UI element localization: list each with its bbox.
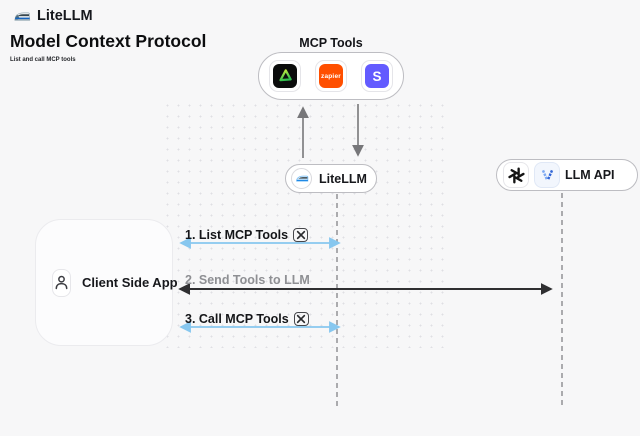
client-side-app-node: Client Side App	[35, 219, 178, 346]
dot-grid-background	[162, 100, 450, 348]
train-icon	[13, 9, 31, 23]
vllm-icon	[534, 162, 560, 188]
person-icon	[52, 268, 71, 297]
step2-label-row: 2. Send Tools to LLM	[185, 273, 310, 287]
brand: LiteLLM	[13, 8, 93, 24]
step3-label: 3. Call MCP Tools	[185, 312, 289, 326]
triangle-tool-icon	[273, 64, 297, 88]
llm-api-node: LLM API	[496, 159, 638, 191]
llm-api-node-label: LLM API	[565, 168, 615, 182]
mcp-tools-node: zapier S	[258, 52, 404, 100]
openai-icon	[503, 162, 529, 188]
litellm-node-label: LiteLLM	[319, 171, 367, 186]
step1-label: 1. List MCP Tools	[185, 228, 289, 242]
litellm-node: LiteLLM	[285, 164, 377, 193]
tool-chip: S	[361, 60, 393, 92]
tool-chip	[269, 60, 301, 92]
stripe-icon: S	[365, 64, 389, 88]
zapier-icon: zapier	[319, 64, 343, 88]
mcp-tools-label: MCP Tools	[299, 36, 363, 50]
zapier-wordmark: zapier	[321, 72, 341, 80]
page-title: Model Context Protocol	[10, 31, 207, 51]
step2-label: 2. Send Tools to LLM	[185, 273, 310, 287]
tool-chip: zapier	[315, 60, 347, 92]
step1-label-row: 1. List MCP Tools	[185, 228, 309, 242]
page-subtitle: List and call MCP tools	[10, 57, 76, 63]
step3-label-row: 3. Call MCP Tools	[185, 312, 309, 326]
hammer-wrench-icon	[293, 228, 309, 242]
litellm-train-icon	[291, 168, 312, 189]
stripe-wordmark: S	[372, 68, 382, 84]
hammer-wrench-icon	[293, 312, 309, 326]
client-node-label: Client Side App	[82, 275, 178, 290]
brand-name: LiteLLM	[37, 8, 93, 24]
